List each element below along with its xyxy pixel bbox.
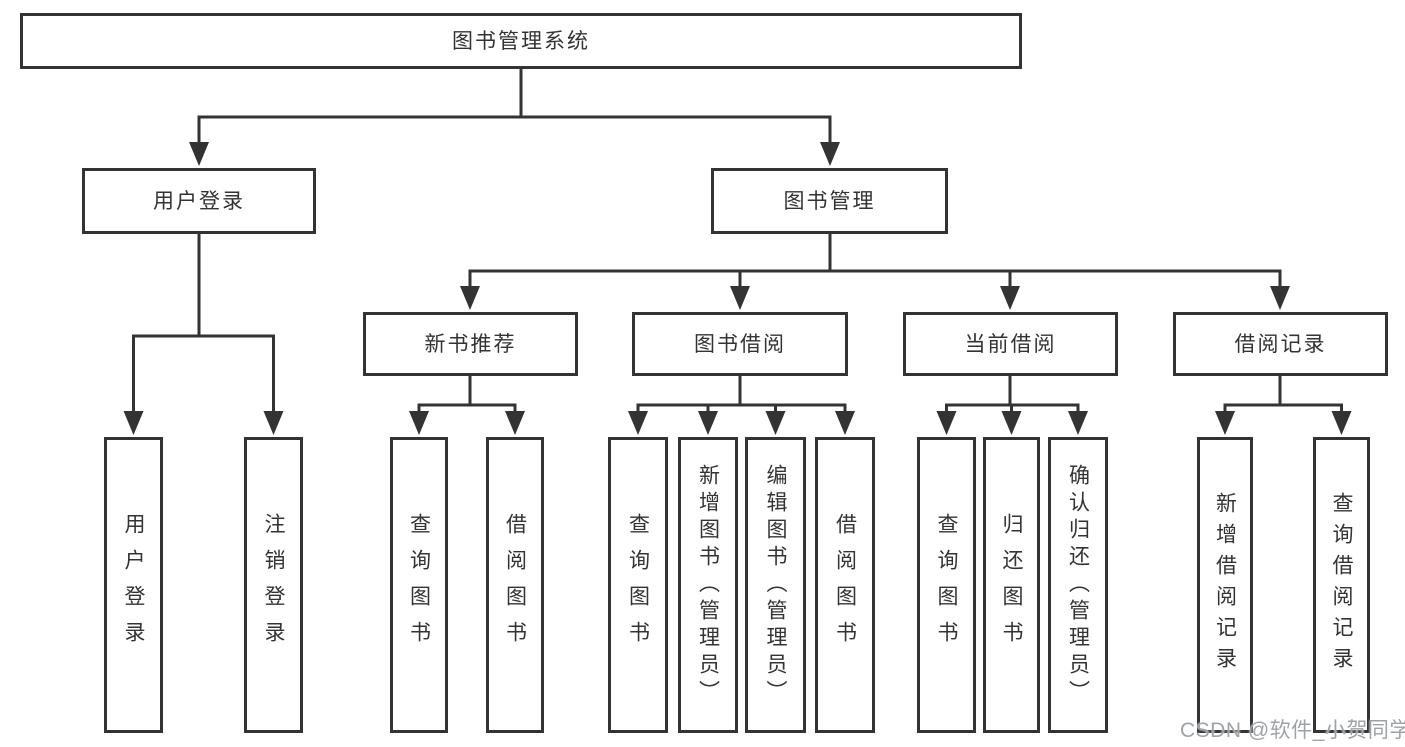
csdn-watermark: CSDN @软件_小贺同学: [1180, 719, 1405, 742]
leaf-records-query-record: 查询借阅记录: [1313, 437, 1370, 733]
leaf-borrow-query-books: 查询图书: [608, 437, 668, 733]
node-borrow-records: 借阅记录: [1173, 312, 1388, 376]
connector-paths: [132, 69, 1343, 411]
node-current-borrow: 当前借阅: [903, 312, 1118, 376]
node-user-login: 用户登录: [82, 168, 316, 234]
leaf-logout: 注销登录: [244, 437, 303, 733]
leaf-borrow-edit-books-admin: 编辑图书（管理员）: [745, 437, 806, 733]
leaf-recommend-query-books: 查询图书: [390, 437, 448, 733]
node-library-system: 图书管理系统: [20, 13, 1022, 69]
leaf-borrow-add-books-admin: 新增图书（管理员）: [678, 437, 738, 733]
leaf-current-return-books: 归还图书: [983, 437, 1040, 733]
leaf-borrow-borrow-books: 借阅图书: [815, 437, 875, 733]
node-book-management: 图书管理: [711, 168, 948, 234]
leaf-current-query-books: 查询图书: [917, 437, 976, 733]
arrowheads: [123, 142, 1352, 435]
leaf-current-confirm-return-admin: 确认归还（管理员）: [1048, 437, 1108, 733]
node-new-book-recommend: 新书推荐: [363, 312, 578, 376]
leaf-recommend-borrow-books: 借阅图书: [486, 437, 544, 733]
leaf-records-add-record: 新增借阅记录: [1197, 437, 1253, 733]
node-book-borrow: 图书借阅: [632, 312, 848, 376]
leaf-user-login: 用户登录: [104, 437, 163, 733]
